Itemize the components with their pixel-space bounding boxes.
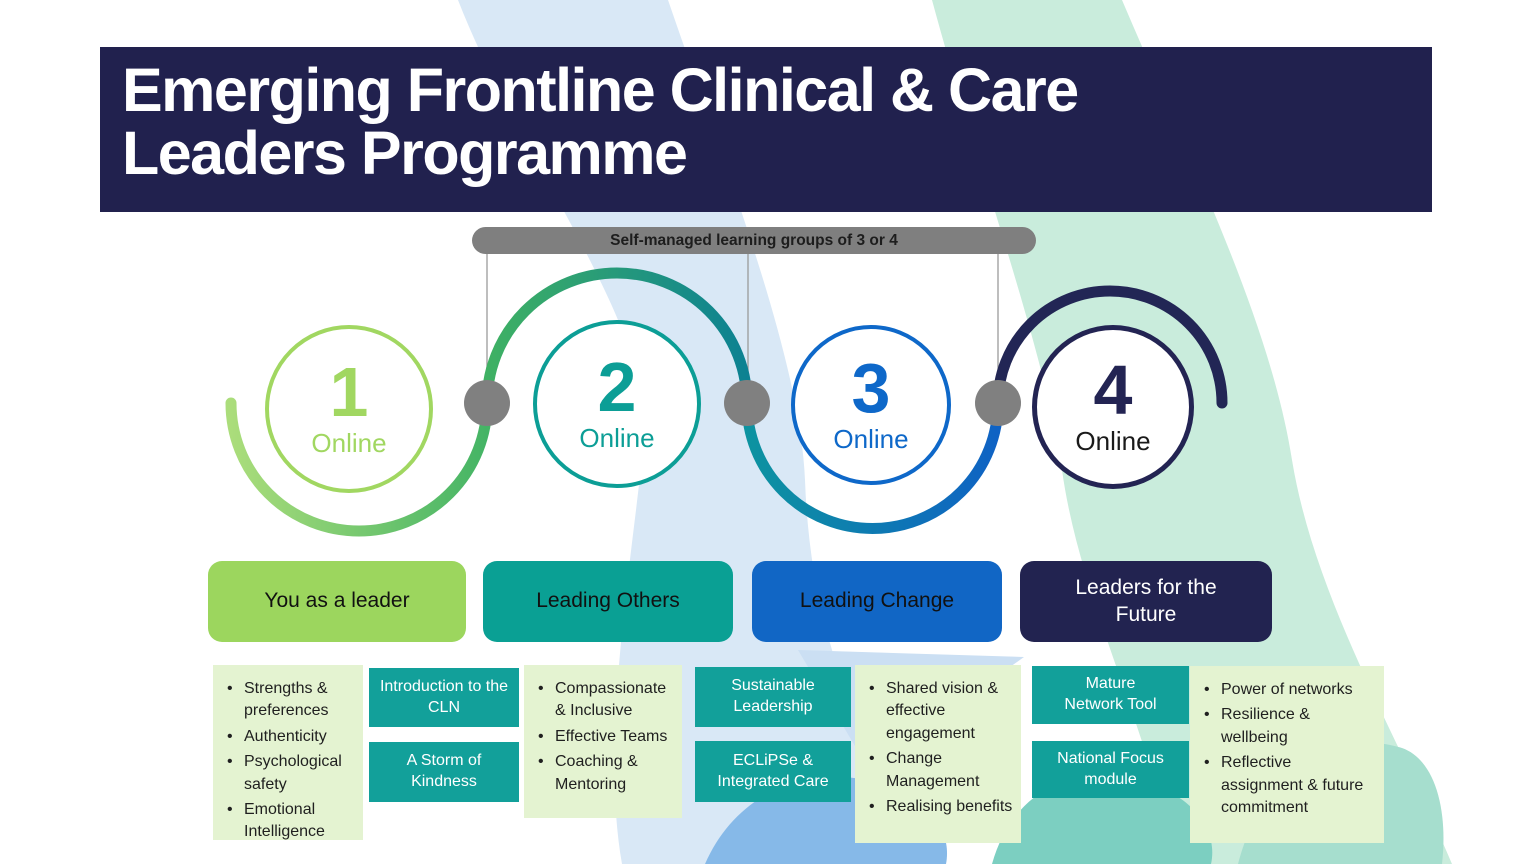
timeline-dot-1 [464, 380, 510, 426]
module-box-intro-cln: Introduction to the CLN [369, 668, 519, 727]
module-box-sustainable-leadership: Sustainable Leadership [695, 667, 851, 727]
topic-item: Reflective assignment & future commitmen… [1202, 752, 1376, 819]
blue-swoosh-band [458, 0, 945, 864]
topic-item: Change Management [867, 748, 1013, 793]
stage4-arc [992, 285, 1228, 409]
topic-item: Psychological safety [225, 751, 355, 796]
topic-item: Compassionate & Inclusive [536, 678, 674, 723]
stage-mode: Online [833, 424, 909, 455]
stage-circle-4: 4 Online [1032, 325, 1194, 489]
topic-item: Power of networks [1202, 679, 1376, 702]
stage-title-box-1: You as a leader [208, 561, 466, 642]
page-title-line1: Emerging Frontline Clinical & Care [122, 56, 1079, 124]
stage1-arc [225, 397, 493, 537]
module-label: A Storm of Kindness [406, 752, 482, 790]
topic-item: Authenticity [225, 726, 355, 749]
stage-circle-1: 1 Online [265, 325, 433, 493]
stage-title-box-2: Leading Others [483, 561, 733, 642]
stage-number: 2 [597, 347, 637, 426]
stage3-topics-box: Shared vision & effective engagement Cha… [855, 665, 1021, 843]
module-label: Mature Network Tool [1064, 675, 1157, 713]
timeline-dot-3 [975, 380, 1021, 426]
stage-number: 1 [329, 352, 369, 431]
topic-item: Strengths & preferences [225, 678, 355, 723]
stage3-topics-list: Shared vision & effective engagement Cha… [867, 678, 1013, 819]
stage2-topics-box: Compassionate & Inclusive Effective Team… [524, 665, 682, 818]
topic-item: Emotional Intelligence [225, 799, 355, 844]
learning-groups-label: Self-managed learning groups of 3 or 4 [610, 231, 898, 249]
stage-circle-3: 3 Online [791, 325, 951, 485]
module-box-mature-network-tool: Mature Network Tool [1032, 666, 1189, 724]
module-box-national-focus: National Focus module [1032, 741, 1189, 798]
stage2-arc [481, 267, 753, 409]
stage-number: 3 [851, 348, 891, 427]
stage2-topics-list: Compassionate & Inclusive Effective Team… [536, 678, 674, 796]
stage3-arc [741, 397, 1004, 534]
topic-item: Effective Teams [536, 726, 674, 749]
topic-item: Shared vision & effective engagement [867, 678, 1013, 745]
stage4-topics-box: Power of networks Resilience & wellbeing… [1190, 666, 1384, 843]
timeline-dot-2 [724, 380, 770, 426]
header-banner: Emerging Frontline Clinical & Care Leade… [100, 47, 1432, 212]
stage4-topics-list: Power of networks Resilience & wellbeing… [1202, 679, 1376, 819]
module-label: Introduction to the CLN [379, 677, 509, 716]
stage-title-box-3: Leading Change [752, 561, 1002, 642]
stage1-topics-box: Strengths & preferences Authenticity Psy… [213, 665, 363, 840]
topic-item: Realising benefits [867, 796, 1013, 819]
stage-mode: Online [579, 423, 655, 454]
stage-number: 4 [1093, 350, 1133, 429]
stage-mode: Online [1075, 426, 1151, 457]
topic-item: Resilience & wellbeing [1202, 704, 1376, 749]
learning-groups-bar: Self-managed learning groups of 3 or 4 [472, 227, 1036, 254]
stage-mode: Online [311, 428, 387, 459]
page-title: Emerging Frontline Clinical & Care Leade… [122, 56, 1432, 188]
module-box-storm-of-kindness: A Storm of Kindness [369, 742, 519, 802]
module-label: ECLiPSe & Integrated Care [717, 751, 829, 790]
mint-swoosh-band [932, 0, 1452, 864]
stage-title-box-4: Leaders for the Future [1020, 561, 1272, 642]
module-label: National Focus module [1057, 749, 1164, 788]
stage-circle-2: 2 Online [533, 320, 701, 488]
module-box-eclipse-integrated-care: ECLiPSe & Integrated Care [695, 741, 851, 802]
stage1-topics-list: Strengths & preferences Authenticity Psy… [225, 678, 355, 844]
page-title-line2: Leaders Programme [122, 119, 688, 188]
module-label: Sustainable Leadership [731, 677, 815, 715]
topic-item: Coaching & Mentoring [536, 751, 674, 796]
